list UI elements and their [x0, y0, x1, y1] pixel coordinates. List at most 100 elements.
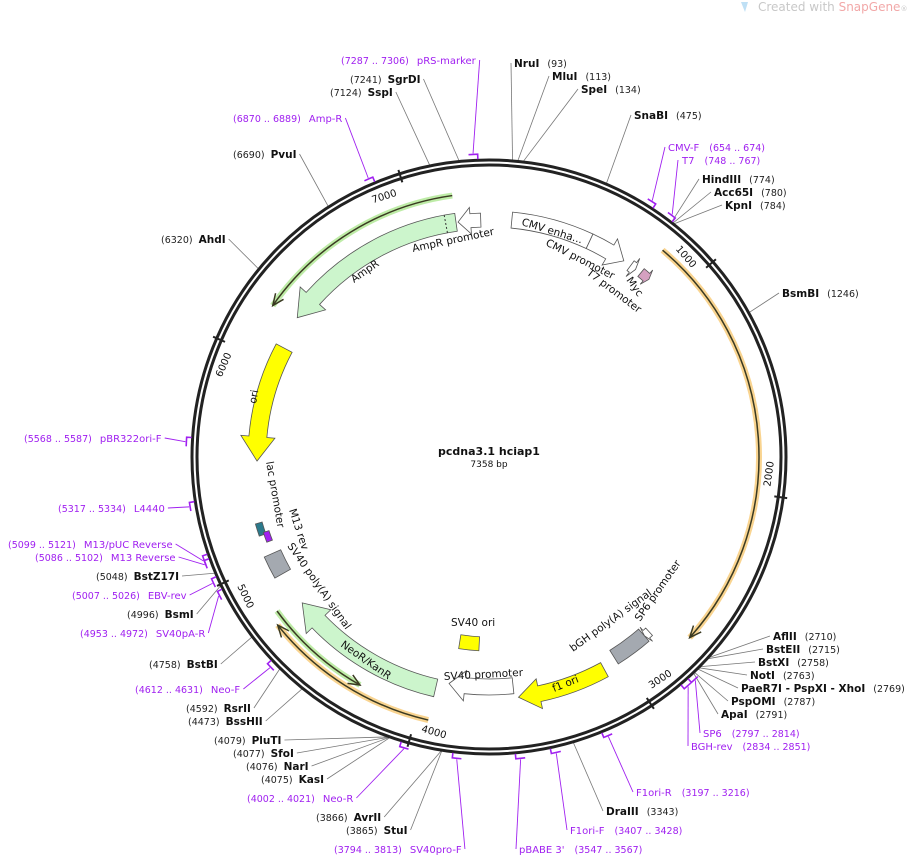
restriction-site-bstxi[interactable]: BstXI(2758): [758, 657, 829, 669]
primer-name: SV40pA-R: [156, 629, 205, 640]
primer-t7[interactable]: T7(748 .. 767): [681, 156, 760, 167]
sv40-polya-feature[interactable]: [263, 549, 292, 579]
myc-feature[interactable]: [637, 268, 654, 285]
cmv-promoter-feature[interactable]: [585, 233, 625, 266]
restriction-site-pluti[interactable]: (4079)PluTI: [214, 735, 281, 747]
primer-bgh-rev[interactable]: BGH-rev(2834 .. 2851): [691, 742, 810, 753]
restriction-site-pspomi[interactable]: PspOMI(2787): [731, 696, 815, 708]
restriction-site-sspi[interactable]: (7124)SspI: [330, 87, 393, 99]
feature-label-sp6-promoter[interactable]: SP6 promoter: [633, 558, 684, 624]
primer-pbabe-3-[interactable]: pBABE 3'(3547 .. 3567): [519, 845, 642, 856]
restriction-site-pvui[interactable]: (6690)PvuI: [233, 149, 297, 161]
site-position: (93): [547, 59, 567, 70]
primer-l4440[interactable]: (5317 .. 5334)L4440: [58, 504, 165, 515]
enzyme-name: SnaBI: [634, 110, 668, 122]
ori-feature[interactable]: [240, 343, 293, 462]
leader-line: [522, 88, 579, 163]
primer-m13-puc-reverse[interactable]: (5099 .. 5121)M13/pUC Reverse: [8, 540, 173, 551]
t7-promoter-feature[interactable]: [625, 258, 641, 277]
primer-f1ori-r[interactable]: F1ori-R(3197 .. 3216): [636, 788, 750, 799]
leader-line: [253, 667, 281, 709]
primer-binding-mark: [451, 752, 462, 760]
map-title: pcdna3.1 hciap1: [438, 445, 540, 458]
leader-line: [284, 736, 390, 741]
restriction-site-bsmbi[interactable]: BsmBI(1246): [782, 288, 859, 300]
primer-leader-line: [671, 159, 679, 215]
primer-sp6[interactable]: SP6(2797 .. 2814): [703, 729, 800, 740]
restriction-site-rsrii[interactable]: (4592)RsrII: [186, 703, 251, 715]
restriction-site-snabi[interactable]: SnaBI(475): [634, 110, 702, 122]
restriction-site-draiii[interactable]: DraIII(3343): [606, 806, 678, 818]
restriction-site-kpni[interactable]: KpnI(784): [725, 200, 786, 212]
feature-label-ori[interactable]: ori: [247, 389, 261, 405]
sp6-promoter-feature[interactable]: [639, 626, 654, 642]
restriction-site-sfoi[interactable]: (4077)SfoI: [233, 748, 294, 760]
restriction-site-mlui[interactable]: MluI(113): [552, 71, 611, 83]
primer-range: (4002 .. 4021): [247, 794, 315, 805]
tick-mark: [645, 697, 655, 710]
restriction-site-spei[interactable]: SpeI(134): [581, 84, 641, 96]
bgh-polya-feature[interactable]: [609, 628, 650, 665]
restriction-site-ahdi[interactable]: (6320)AhdI: [161, 234, 226, 246]
restriction-site-apai[interactable]: ApaI(2791): [721, 709, 787, 721]
restriction-site-bsshii[interactable]: (4473)BssHII: [188, 716, 263, 728]
restriction-site-nari[interactable]: (4076)NarI: [246, 761, 309, 773]
restriction-site-bsteii[interactable]: BstEII(2715): [766, 644, 840, 656]
primer-neo-r[interactable]: (4002 .. 4021)Neo-R: [247, 794, 353, 805]
restriction-site-bsmi[interactable]: (4996)BsmI: [127, 609, 194, 621]
primer-pbr322ori-f[interactable]: (5568 .. 5587)pBR322ori-F: [24, 434, 162, 445]
f1-ori-feature[interactable]: [517, 662, 609, 710]
feature-label-sv40-ori[interactable]: SV40 ori: [451, 617, 495, 629]
site-position: (4996): [127, 610, 159, 621]
primer-binding-sites: [185, 153, 699, 760]
primer-ebv-rev[interactable]: (5007 .. 5026)EBV-rev: [72, 591, 187, 602]
restriction-site-bstbi[interactable]: (4758)BstBI: [149, 659, 218, 671]
enzyme-name: PaeR7I - PspXI - XhoI: [741, 683, 865, 695]
ampr-promoter-feature[interactable]: [457, 206, 482, 235]
sv40-promoter-feature[interactable]: [448, 669, 515, 702]
restriction-site-bstz17i[interactable]: (5048)BstZ17I: [96, 571, 179, 583]
sv40-ori-feature[interactable]: [458, 634, 481, 652]
ampr-orf-line[interactable]: [272, 194, 453, 307]
primer-sv40pa-r[interactable]: (4953 .. 4972) SV40pA-R: [80, 629, 205, 640]
primer-binding-mark: [364, 176, 376, 183]
restriction-site-stui[interactable]: (3865)StuI: [346, 825, 408, 837]
leader-lines: [164, 59, 780, 850]
enzyme-name: NruI: [514, 58, 539, 70]
leader-line: [296, 736, 391, 754]
primer-neo-f[interactable]: (4612 .. 4631)Neo-F: [135, 685, 240, 696]
primer-binding-mark: [216, 588, 223, 600]
primer-m13-reverse[interactable]: (5086 .. 5102)M13 Reverse: [35, 553, 176, 564]
primer-prs-marker[interactable]: (7287 .. 7306)pRS-marker: [341, 56, 477, 67]
neor-feature[interactable]: [301, 602, 439, 698]
restriction-site-acc65i[interactable]: Acc65I(780): [714, 187, 787, 199]
neor-orf-line[interactable]: [276, 610, 361, 686]
ampr-feature[interactable]: [296, 212, 458, 319]
restriction-site-aflii[interactable]: AflII(2710): [773, 631, 836, 643]
m13-rev-feature[interactable]: [262, 530, 273, 543]
restriction-site-hindiii[interactable]: HindIII(774): [702, 174, 775, 186]
restriction-site-paer7i[interactable]: PaeR7I - PspXI - XhoI (2769): [741, 683, 905, 695]
site-position: (2769): [873, 684, 905, 695]
neor-orf-arc[interactable]: [277, 624, 429, 721]
primer-sv40pro-f[interactable]: (3794 .. 3813)SV40pro-F: [334, 845, 462, 856]
feature-label-sv40-promoter[interactable]: SV40 promoter: [444, 667, 524, 683]
restriction-site-nrui[interactable]: NruI (93): [514, 58, 567, 70]
restriction-site-kasi[interactable]: (4075)KasI: [261, 774, 324, 786]
restriction-site-avrii[interactable]: (3866)AvrII: [316, 812, 381, 824]
orf-arc[interactable]: [662, 249, 760, 639]
primer-leader-line: [175, 543, 204, 562]
feature-label-lac-promoter[interactable]: lac promoter: [263, 460, 287, 529]
enzyme-name: NarI: [284, 761, 309, 773]
tick-label: 6000: [214, 351, 234, 379]
restriction-site-sgrdi[interactable]: (7241)SgrDI: [350, 74, 420, 86]
primer-amp-r[interactable]: (6870 .. 6889)Amp-R: [233, 114, 342, 125]
site-position: (1246): [827, 289, 859, 300]
primer-leader-line: [472, 59, 481, 154]
site-position: (2710): [805, 632, 837, 643]
primer-cmv-f[interactable]: CMV-F(654 .. 674): [668, 143, 765, 154]
restriction-site-noti[interactable]: NotI(2763): [750, 670, 815, 682]
primer-f1ori-f[interactable]: F1ori-F(3407 .. 3428): [570, 826, 682, 837]
primer-range: (3794 .. 3813): [334, 845, 402, 856]
primer-range: (4953 .. 4972): [80, 629, 148, 640]
